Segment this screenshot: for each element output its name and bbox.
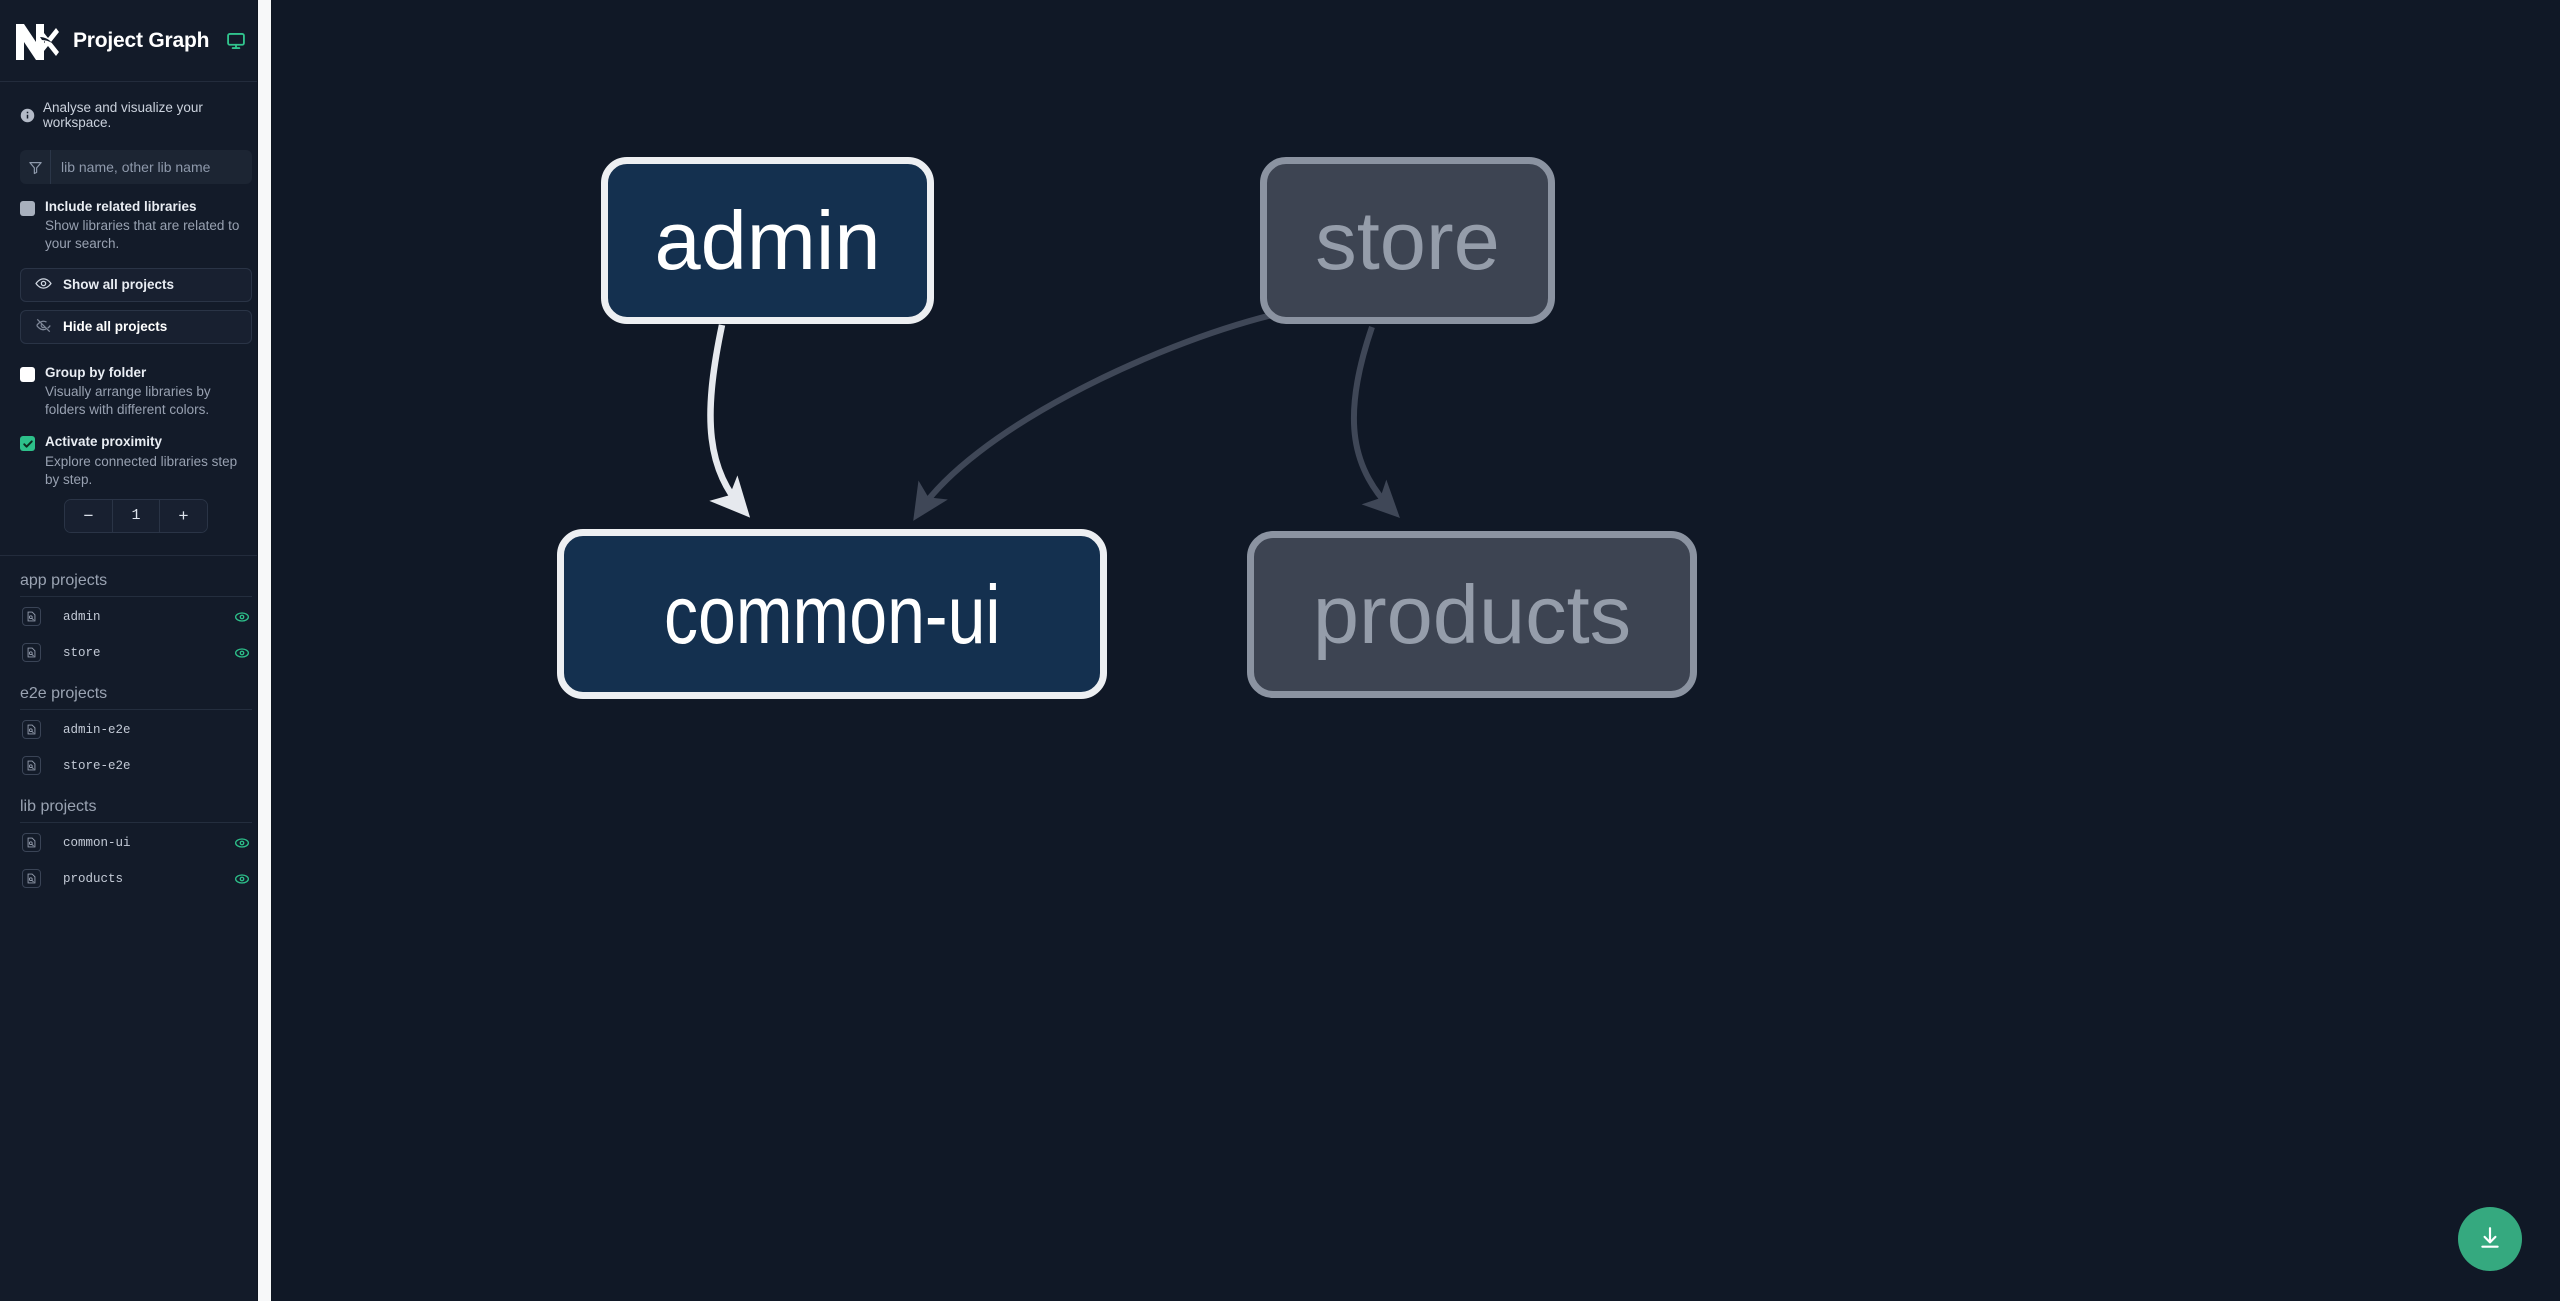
project-group-title: e2e projects <box>20 685 252 710</box>
graph-canvas[interactable]: admin store common-ui products <box>272 0 2560 1301</box>
eye-visible-icon[interactable] <box>234 871 250 887</box>
search-row <box>0 136 272 184</box>
sidebar-scrollbar-thumb[interactable] <box>258 0 271 1301</box>
option-group-by-folder[interactable]: Group by folder Visually arrange librari… <box>0 344 272 420</box>
project-group-title: app projects <box>20 572 252 597</box>
project-file-icon <box>22 833 41 853</box>
sidebar-scrollbar[interactable] <box>257 0 272 1301</box>
tagline-text: Analyse and visualize your workspace. <box>43 100 203 130</box>
project-list-item-admin-e2e[interactable]: admin-e2e <box>20 714 252 746</box>
option-activate-proximity[interactable]: Activate proximity Explore connected lib… <box>0 419 272 489</box>
project-name: common-ui <box>63 835 131 850</box>
eye-visible-icon[interactable] <box>234 609 250 625</box>
sidebar-divider <box>0 554 272 556</box>
graph-node-label: store <box>1315 194 1500 287</box>
activate-proximity-description: Explore connected libraries step by step… <box>45 453 238 487</box>
project-file-icon <box>22 756 41 776</box>
proximity-stepper-wrap: − 1 + <box>0 489 272 533</box>
graph-node-common-ui[interactable]: common-ui <box>557 529 1107 699</box>
project-name: store <box>63 645 101 660</box>
project-name: products <box>63 871 124 886</box>
proximity-increment-button[interactable]: + <box>160 499 207 532</box>
proximity-value: 1 <box>112 499 160 532</box>
graph-node-products[interactable]: products <box>1247 531 1697 698</box>
graph-node-label: admin <box>654 194 881 287</box>
page-title: Project Graph <box>73 28 210 52</box>
project-file-icon <box>22 869 41 889</box>
project-file-icon <box>22 607 41 627</box>
hide-all-projects-label: Hide all projects <box>63 319 168 335</box>
project-group-app: app projects admin <box>0 556 272 669</box>
graph-node-admin[interactable]: admin <box>601 157 934 324</box>
project-name: admin <box>63 609 101 624</box>
nx-logo-icon <box>14 20 60 62</box>
tagline: Analyse and visualize your workspace. <box>0 82 272 136</box>
group-by-folder-checkbox[interactable] <box>20 366 35 382</box>
include-related-description: Show libraries that are related to your … <box>45 218 240 252</box>
project-list-item-store-e2e[interactable]: store-e2e <box>20 750 252 782</box>
download-icon <box>2477 1225 2503 1254</box>
project-group-title: lib projects <box>20 798 252 823</box>
info-icon <box>20 108 35 123</box>
activate-proximity-checkbox[interactable] <box>20 436 35 452</box>
project-group-lib: lib projects common-ui <box>0 782 272 895</box>
edge-store-to-products <box>1350 326 1400 518</box>
search-input[interactable] <box>51 150 252 184</box>
filter-funnel-icon <box>20 150 51 184</box>
show-all-projects-label: Show all projects <box>63 277 175 293</box>
project-file-icon <box>22 720 41 740</box>
proximity-stepper[interactable]: − 1 + <box>64 498 208 533</box>
group-by-folder-label: Group by folder <box>45 364 147 380</box>
project-name: store-e2e <box>63 758 131 773</box>
include-related-label: Include related libraries <box>45 199 197 214</box>
group-by-folder-description: Visually arrange libraries by folders wi… <box>45 383 211 418</box>
hide-all-projects-button[interactable]: Hide all projects <box>20 309 252 344</box>
eye-icon <box>35 275 52 295</box>
monitor-icon[interactable] <box>226 31 246 51</box>
edge-store-to-common-ui <box>913 312 1273 521</box>
graph-edges <box>707 312 1400 521</box>
graph-node-label: products <box>1312 568 1632 661</box>
eye-visible-icon[interactable] <box>234 645 250 661</box>
graph-node-label: common-ui <box>663 567 1001 661</box>
project-list-item-store[interactable]: store <box>20 637 252 669</box>
project-list-item-common-ui[interactable]: common-ui <box>20 827 252 859</box>
include-related-checkbox[interactable] <box>20 201 35 216</box>
sidebar: Project Graph Analyse and visualize your… <box>0 0 272 1301</box>
option-include-related[interactable]: Include related libraries Show libraries… <box>0 184 272 254</box>
project-name: admin-e2e <box>63 722 131 737</box>
proximity-decrement-button[interactable]: − <box>65 499 112 532</box>
eye-off-icon <box>35 317 52 337</box>
download-graph-button[interactable] <box>2458 1207 2522 1271</box>
eye-visible-icon[interactable] <box>234 835 250 851</box>
search-field-wrap[interactable] <box>20 150 252 184</box>
project-list-item-admin[interactable]: admin <box>20 601 252 633</box>
project-list-item-products[interactable]: products <box>20 863 252 895</box>
sidebar-header: Project Graph <box>0 0 272 82</box>
graph-node-store[interactable]: store <box>1260 157 1555 324</box>
visibility-buttons: Show all projects Hide all projects <box>0 254 272 344</box>
project-group-e2e: e2e projects admin-e2e <box>0 669 272 782</box>
edge-admin-to-common-ui <box>707 324 751 518</box>
project-file-icon <box>22 643 41 663</box>
activate-proximity-label: Activate proximity <box>45 434 163 450</box>
show-all-projects-button[interactable]: Show all projects <box>20 267 252 302</box>
